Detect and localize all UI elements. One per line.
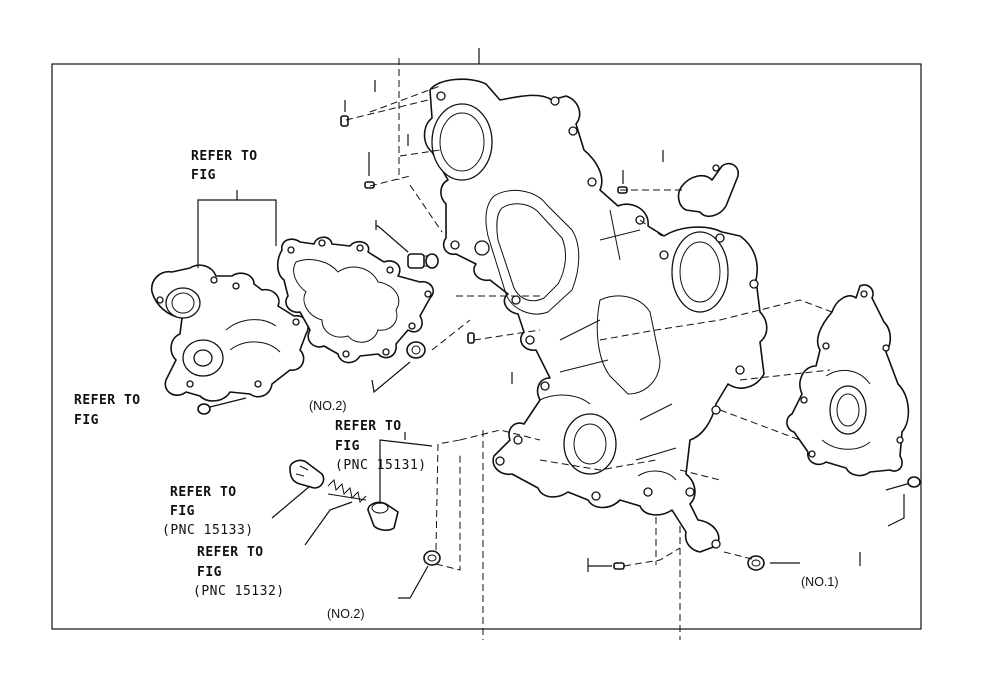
refer-mid-line2[interactable]: FIG bbox=[335, 439, 360, 454]
refer-15132-line2[interactable]: FIG bbox=[197, 565, 222, 580]
water-pump bbox=[150, 264, 309, 402]
plug-fitting bbox=[407, 253, 439, 269]
no2-lower-label: (NO.2) bbox=[327, 607, 365, 621]
refer-mid-line1[interactable]: REFER TO bbox=[335, 419, 402, 434]
rear-plate bbox=[786, 284, 910, 477]
refer-15133-line2[interactable]: FIG bbox=[170, 504, 195, 519]
solid-leaders bbox=[271, 80, 905, 599]
refer-15132-pnc[interactable]: (PNC 15132) bbox=[193, 584, 285, 599]
seal-ring-lower bbox=[423, 550, 441, 566]
gasket bbox=[276, 236, 435, 364]
refer-15132-line1[interactable]: REFER TO bbox=[197, 545, 264, 560]
plate-bolt bbox=[885, 476, 921, 491]
relief-spring bbox=[327, 478, 367, 504]
no1-label: (NO.1) bbox=[801, 575, 839, 589]
timing-cover bbox=[423, 78, 768, 553]
dowel-pins bbox=[340, 115, 628, 570]
no2-upper-label: (NO.2) bbox=[309, 399, 347, 413]
refer-mid-pnc[interactable]: (PNC 15131) bbox=[335, 458, 427, 473]
seal-ring-upper bbox=[406, 341, 426, 359]
refer-15133-pnc[interactable]: (PNC 15133) bbox=[162, 523, 254, 538]
pump-bolt bbox=[197, 397, 247, 415]
refer-leader bbox=[197, 199, 277, 268]
refer-left-line1[interactable]: REFER TO bbox=[74, 393, 141, 408]
refer-top-line1[interactable]: REFER TO bbox=[191, 149, 258, 164]
relief-plug bbox=[289, 459, 325, 489]
relief-valve bbox=[367, 501, 399, 531]
refer-left-line2[interactable]: FIG bbox=[74, 413, 99, 428]
refer-15133-line1[interactable]: REFER TO bbox=[170, 485, 237, 500]
diagram-frame bbox=[51, 63, 922, 630]
refer-top-line2[interactable]: FIG bbox=[191, 168, 216, 183]
dash-leaders bbox=[345, 85, 833, 571]
